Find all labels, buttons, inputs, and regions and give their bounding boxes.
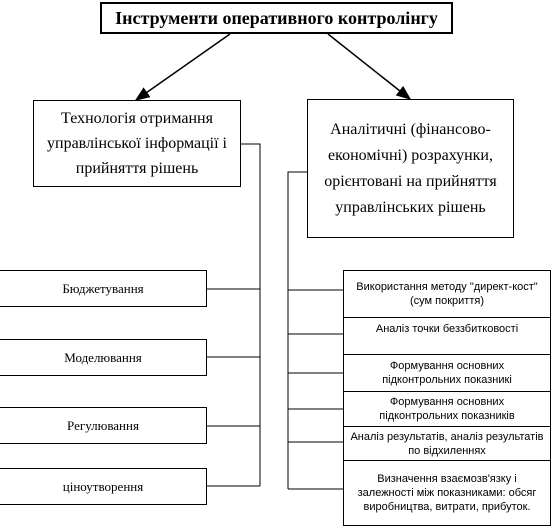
right-item-box: Визначення взаємозв'язку і залежності мі… [343, 460, 551, 526]
right-spine [287, 171, 307, 489]
left-item-label: Регулювання [67, 417, 139, 433]
arrow-to-right-branch [327, 33, 412, 100]
right-item-label: Аналіз результатів, аналіз результатів п… [350, 430, 544, 457]
root-title: Інструменти оперативного контролінгу [115, 7, 438, 28]
left-item-box: Моделювання [0, 339, 207, 376]
root-box: Інструменти оперативного контролінгу [100, 2, 453, 34]
left-item-label: Моделювання [64, 349, 142, 365]
right-item-label: Формування основних підконтрольних показ… [379, 396, 515, 422]
right-item-label: Визначення взаємозв'язку і залежності мі… [357, 473, 537, 513]
right-item-box: Використання методу "директ-кост" (сум п… [343, 270, 551, 318]
right-item-box: Аналіз результатів, аналіз результатів п… [343, 426, 551, 461]
right-item-label: Використання методу "директ-кост" (сум п… [356, 281, 538, 307]
right-branch-title: Аналітичні (фінансово-економічні) розрах… [324, 120, 497, 216]
arrow-to-left-branch [134, 33, 231, 101]
right-item-label: Формування основних підконтрольних показ… [382, 360, 512, 386]
left-item-box: Бюджетування [0, 270, 207, 307]
left-item-label: Бюджетування [62, 280, 144, 296]
right-item-box: Аналіз точки беззбитковості [343, 317, 551, 355]
left-item-label: ціноутворення [62, 478, 144, 494]
right-item-box: Формування основних підконтрольних показ… [343, 354, 551, 392]
left-item-box: ціноутворення [0, 468, 207, 505]
left-item-box: Регулювання [0, 407, 207, 444]
left-branch-title: Технологія отримання управлінської інфор… [47, 110, 227, 177]
right-branch-box: Аналітичні (фінансово-економічні) розрах… [307, 99, 514, 238]
left-spine [241, 143, 261, 486]
left-branch-box: Технологія отримання управлінської інфор… [33, 100, 241, 187]
right-item-label: Аналіз точки беззбитковості [375, 323, 519, 335]
right-item-box: Формування основних підконтрольних показ… [343, 391, 551, 427]
